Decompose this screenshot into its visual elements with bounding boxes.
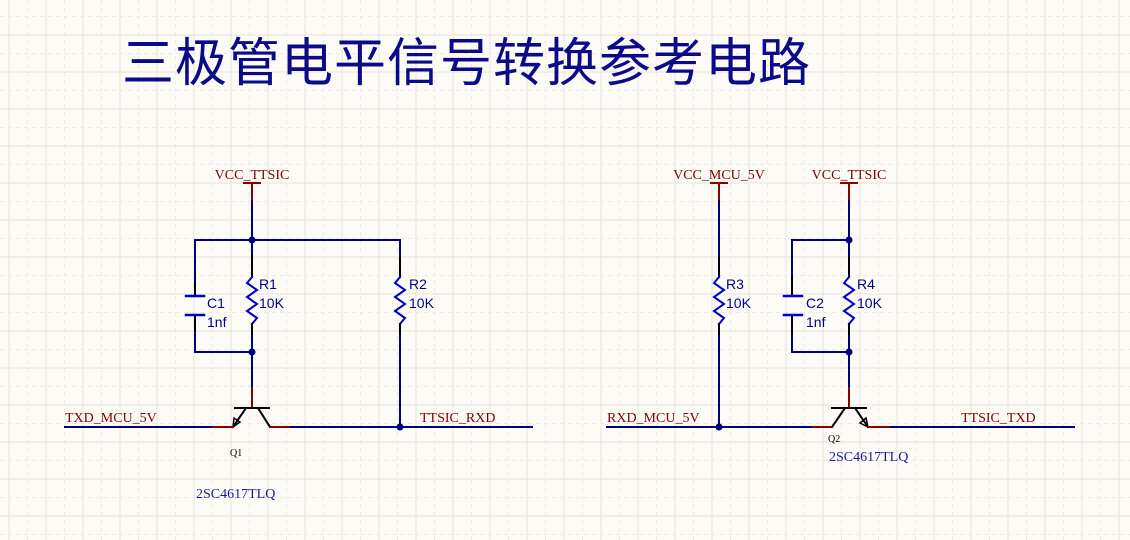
transistor-part: 2SC4617TLQ xyxy=(829,450,908,465)
junction-dot xyxy=(715,423,723,431)
resistor-value: 10K xyxy=(726,295,752,311)
wires xyxy=(606,200,1075,428)
junction-dot xyxy=(845,236,853,244)
power-label: VCC_MCU_5V xyxy=(673,168,765,183)
junctions xyxy=(248,236,404,431)
net-label-in[interactable]: TXD_MCU_5V xyxy=(65,411,157,426)
transistor-part: 2SC4617TLQ xyxy=(196,487,275,502)
transistor-q2[interactable]: Q2 2SC4617TLQ xyxy=(812,387,908,465)
net-label-out[interactable]: TTSIC_RXD xyxy=(420,411,495,426)
power-label: VCC_TTSIC xyxy=(215,168,290,183)
resistor-r1[interactable]: R1 10K xyxy=(245,255,285,335)
wires xyxy=(64,200,533,428)
capacitor-value: 1nf xyxy=(207,314,227,330)
schematic-title: 三极管电平信号转换参考电路 xyxy=(122,34,812,94)
resistor-designator: R4 xyxy=(857,276,875,292)
capacitor-designator: C1 xyxy=(207,295,225,311)
junctions xyxy=(715,236,853,431)
junction-dot xyxy=(248,348,256,356)
net-label-in[interactable]: RXD_MCU_5V xyxy=(607,411,700,426)
transistor-designator: Q1 xyxy=(230,448,242,459)
resistor-designator: R3 xyxy=(726,276,744,292)
capacitor-designator: C2 xyxy=(806,295,824,311)
resistor-value: 10K xyxy=(409,295,435,311)
power-label: VCC_TTSIC xyxy=(812,168,887,183)
junction-dot xyxy=(248,236,256,244)
power-port-vcc-ttsic-1[interactable]: VCC_TTSIC xyxy=(215,168,290,202)
resistor-r4[interactable]: R4 10K xyxy=(842,257,883,335)
power-port-vcc-mcu-5v[interactable]: VCC_MCU_5V xyxy=(673,168,765,202)
circuit-rx: VCC_MCU_5V VCC_TTSIC xyxy=(606,168,1075,465)
power-port-vcc-ttsic-2[interactable]: VCC_TTSIC xyxy=(812,168,887,202)
resistor-r2[interactable]: R2 10K xyxy=(393,257,435,335)
circuit-tx: VCC_TTSIC C1 1nf xyxy=(64,168,533,502)
resistor-designator: R1 xyxy=(259,276,277,292)
transistor-q1[interactable]: Q1 2SC4617TLQ xyxy=(196,387,290,502)
net-label-out[interactable]: TTSIC_TXD xyxy=(961,411,1036,426)
resistor-value: 10K xyxy=(857,295,883,311)
junction-dot xyxy=(845,348,853,356)
resistor-designator: R2 xyxy=(409,276,427,292)
capacitor-value: 1nf xyxy=(806,314,826,330)
resistor-r3[interactable]: R3 10K xyxy=(712,257,752,335)
junction-dot xyxy=(396,423,404,431)
capacitor-c1[interactable]: C1 1nf xyxy=(184,282,227,331)
capacitor-c2[interactable]: C2 1nf xyxy=(782,276,826,335)
transistor-designator: Q2 xyxy=(828,434,840,445)
resistor-value: 10K xyxy=(259,295,285,311)
